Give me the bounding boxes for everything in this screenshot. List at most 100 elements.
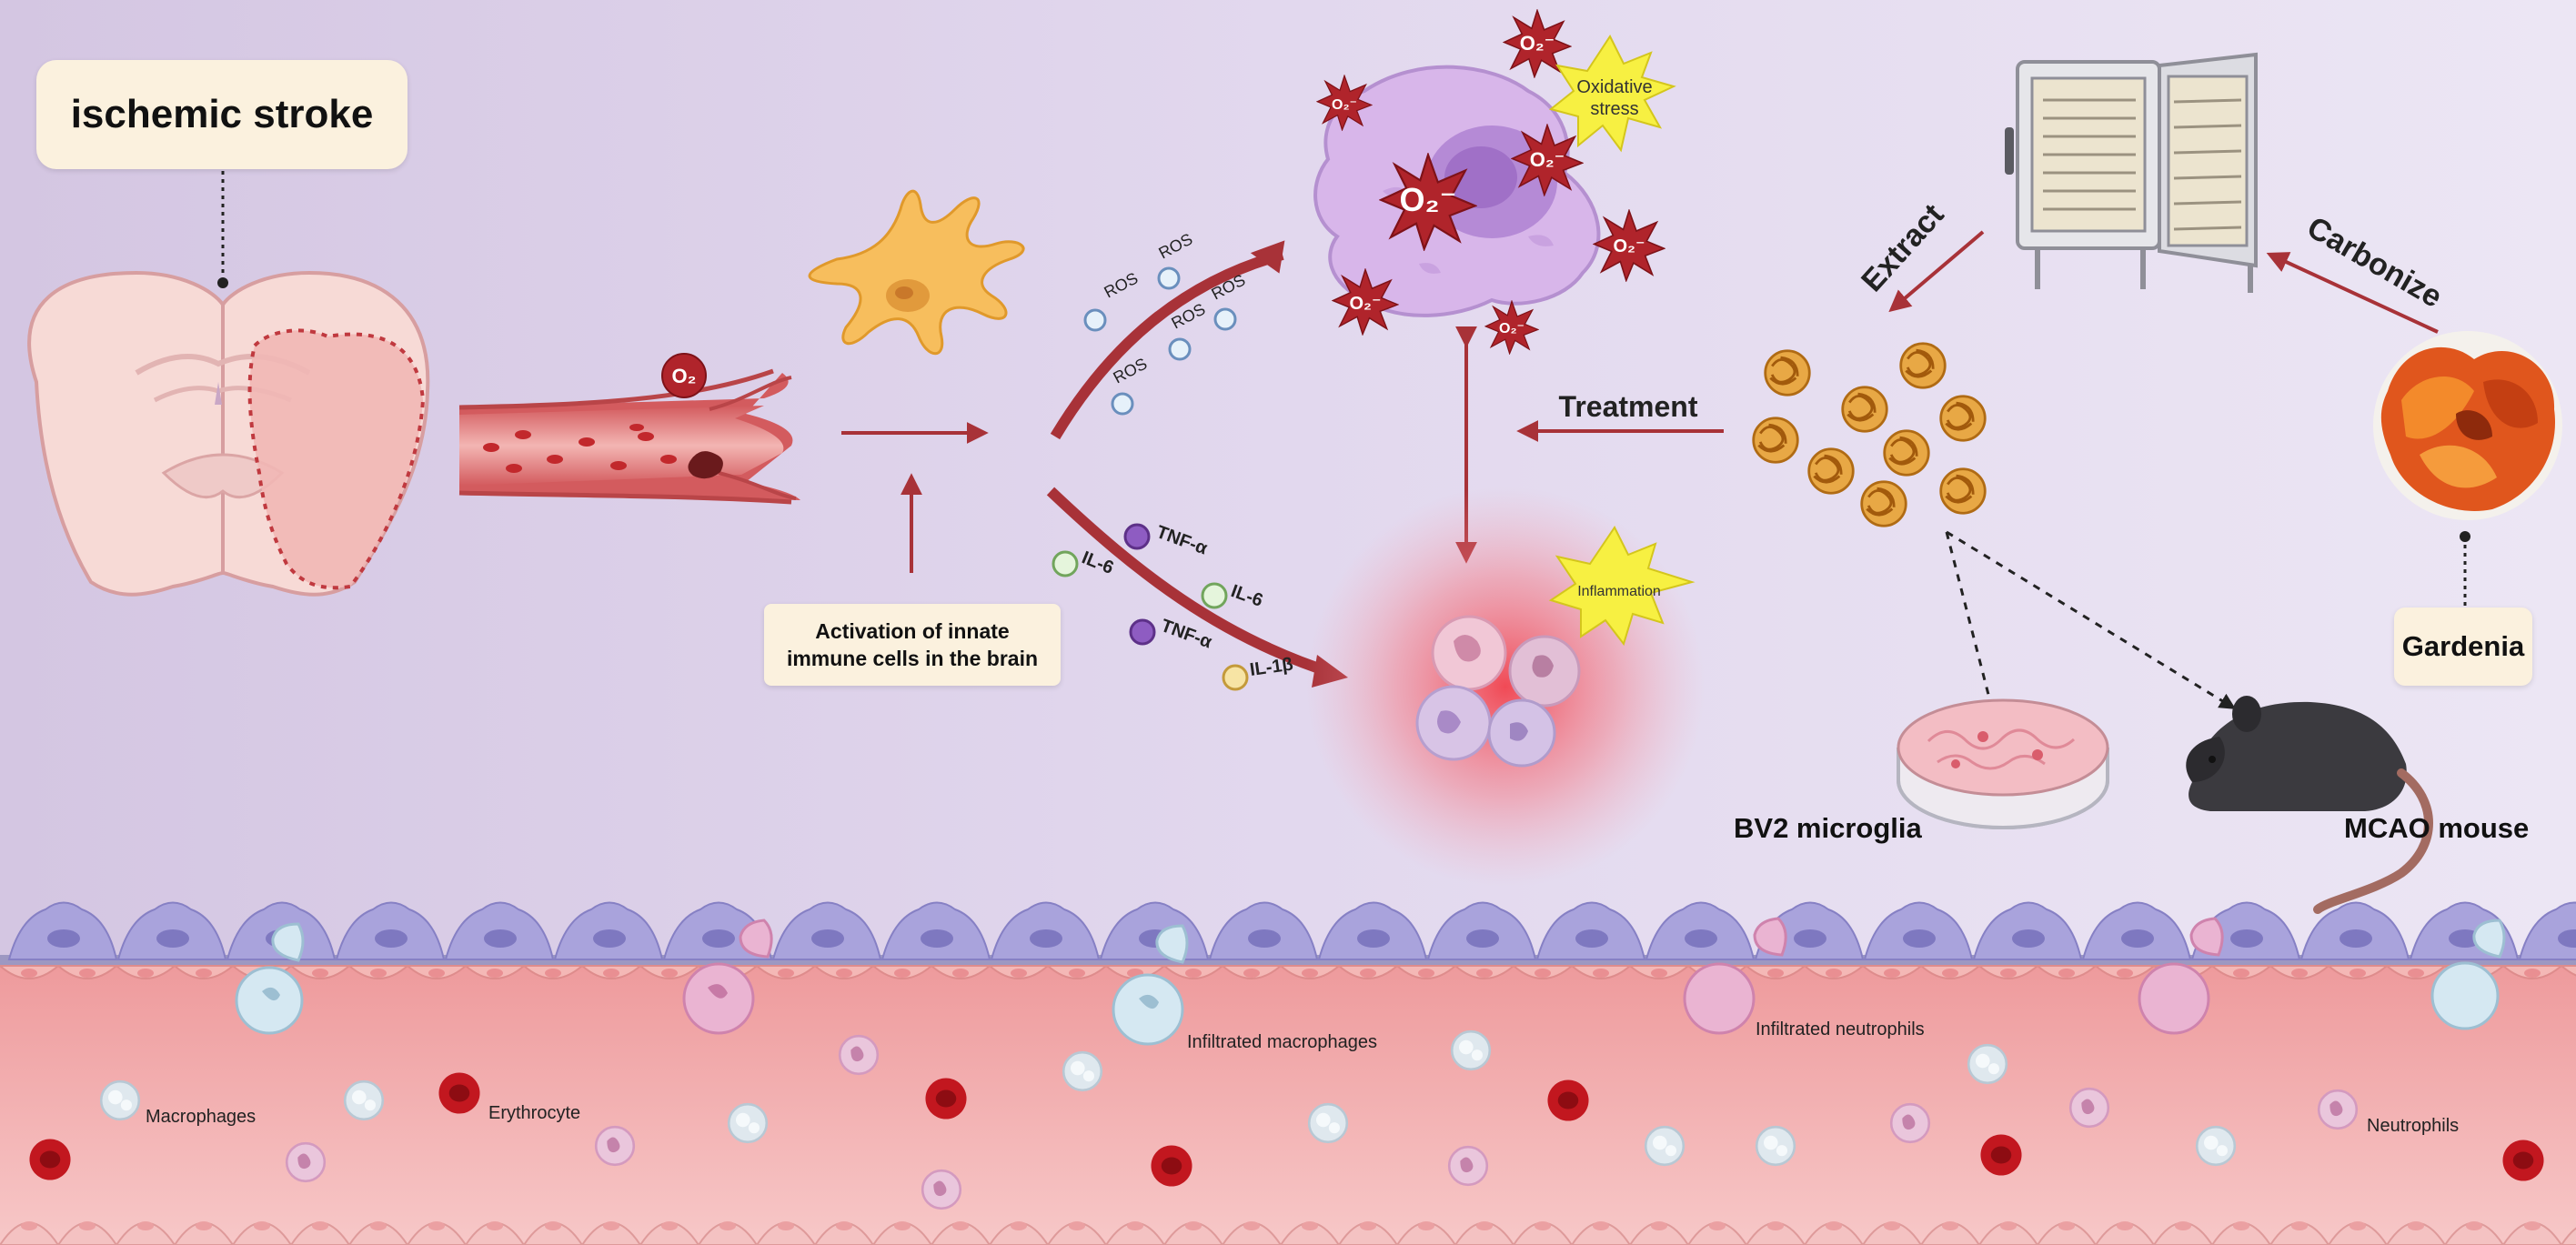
glial-cell — [990, 901, 1101, 960]
endothelial-cell — [1977, 965, 2040, 979]
endothelial-cell — [2384, 965, 2448, 979]
gardenia-label: Gardenia — [2401, 630, 2525, 662]
endothelial-cell — [1454, 1221, 1515, 1245]
endothelial-cell — [1745, 1221, 1806, 1245]
endothelial-cell — [1919, 1221, 1981, 1245]
endothelial-cell — [231, 1221, 293, 1245]
cytokine-label-il6-1: IL-6 — [1079, 547, 1116, 578]
ros-label-2: ROS — [1155, 230, 1195, 263]
glial-cell-layer — [7, 901, 2576, 960]
erythrocyte — [1151, 1145, 1192, 1187]
endothelial-cell — [697, 1221, 759, 1245]
macrophage — [343, 1079, 385, 1121]
endothelial-cell — [1395, 1221, 1457, 1245]
endothelial-cell — [2443, 1221, 2505, 1245]
activation-line2: immune cells in the brain — [786, 647, 1039, 670]
activation-line1: Activation of innate — [815, 619, 1010, 643]
endothelial-cell — [2559, 965, 2576, 977]
infiltrated-macrophages-label: Infiltrated macrophages — [1187, 1032, 1377, 1052]
endothelial-cell — [463, 965, 527, 979]
endothelial-cell — [2501, 1221, 2563, 1245]
glial-cell — [7, 901, 118, 960]
carbon-dot-pellets — [1752, 342, 1987, 527]
endothelial-cell — [1104, 1221, 1166, 1245]
neutrophil — [1889, 1102, 1931, 1144]
glial-cell — [771, 901, 882, 960]
endothelial-cell — [1686, 1221, 1748, 1245]
infiltrating-macrophages — [235, 919, 2506, 1046]
endothelial-cell — [1977, 1221, 2039, 1245]
endothelial-cell — [639, 1221, 700, 1245]
glial-cell — [880, 901, 991, 960]
oxidative-stress-label-line1: Oxidative — [1576, 77, 1652, 97]
glial-cell — [1863, 901, 1974, 960]
erythrocyte — [1980, 1134, 2022, 1176]
treatment-label[interactable]: Treatment — [1559, 390, 1698, 423]
petri-dish — [1897, 698, 2109, 829]
gardenia-fruit — [2373, 331, 2562, 520]
cytokine-label-tnf-1: TNF-α — [1153, 522, 1211, 559]
erythrocyte — [2502, 1140, 2544, 1181]
title-connector-dot — [217, 277, 228, 288]
activation-box: Activation of innate immune cells in the… — [764, 604, 1061, 686]
gardenia-connector-dot — [2460, 531, 2470, 542]
glial-cell — [335, 901, 446, 960]
glial-cell — [1645, 901, 1756, 960]
erythrocyte — [438, 1072, 480, 1114]
endothelial-cell — [1628, 1221, 1690, 1245]
macrophage — [2195, 1125, 2237, 1167]
endothelial-cell — [871, 1221, 933, 1245]
inflammation-label: Inflammation — [1577, 584, 1661, 599]
carbonization-oven — [2005, 52, 2258, 293]
cytokine-beads — [1052, 523, 1249, 691]
brain-illustration — [27, 270, 430, 597]
arrow-extract — [1888, 230, 1985, 313]
endothelial-cell — [464, 1221, 526, 1245]
endothelial-cell — [1803, 1221, 1865, 1245]
endothelial-cell — [2036, 1221, 2098, 1245]
glial-cell — [1535, 901, 1646, 960]
glial-cell — [2299, 901, 2410, 960]
neutrophils-label: Neutrophils — [2367, 1116, 2459, 1136]
endothelial-cell — [406, 1221, 468, 1245]
endothelial-layer-bottom — [0, 1221, 2576, 1245]
endothelial-cell — [2210, 1221, 2272, 1245]
radical-label-5: O₂⁻ — [1614, 236, 1645, 256]
endothelial-cell — [1046, 1221, 1108, 1245]
macrophage — [727, 1102, 769, 1144]
endothelial-cell — [1512, 1221, 1574, 1245]
endothelial-cell — [2152, 1221, 2214, 1245]
glial-cell — [2518, 901, 2576, 960]
infiltrated-neutrophils-label: Infiltrated neutrophils — [1756, 1019, 1925, 1039]
mcao-mouse — [2186, 696, 2433, 914]
neutrophil — [838, 1034, 880, 1076]
endothelial-cell — [930, 1221, 991, 1245]
endothelial-cell — [2560, 1227, 2576, 1245]
endothelial-cell — [580, 1221, 642, 1245]
macrophages-label: Macrophages — [146, 1107, 256, 1127]
arrow-head-oxidative — [1250, 240, 1285, 274]
mcao-label: MCAO mouse — [2344, 812, 2530, 844]
oxidative-stress-label-line2: stress — [1590, 99, 1638, 119]
macrophage — [99, 1079, 141, 1121]
endothelial-cell — [1162, 1221, 1224, 1245]
endothelial-cell — [2269, 1221, 2330, 1245]
oxidative-stress-burst — [1548, 35, 1676, 153]
glial-cell — [1208, 901, 1319, 960]
o2-bubble-label: O₂ — [672, 365, 697, 387]
macrophage — [1755, 1125, 1796, 1167]
macrophage — [1450, 1029, 1492, 1071]
neutrophil — [2317, 1089, 2359, 1130]
macrophage — [1967, 1043, 2008, 1085]
glial-cell — [1317, 901, 1428, 960]
endothelial-cell — [1570, 1221, 1632, 1245]
microglia-cell — [808, 189, 1025, 356]
macrophage — [1644, 1125, 1685, 1167]
radical-label-3: O₂⁻ — [1400, 181, 1457, 218]
gardenia-box: Gardenia — [2394, 607, 2532, 686]
arrow-to-oxidative-stress — [1050, 249, 1284, 440]
bv2-label: BV2 microglia — [1734, 812, 1922, 844]
endothelial-cell — [1279, 1221, 1341, 1245]
ros-label-1: ROS — [1101, 269, 1141, 302]
